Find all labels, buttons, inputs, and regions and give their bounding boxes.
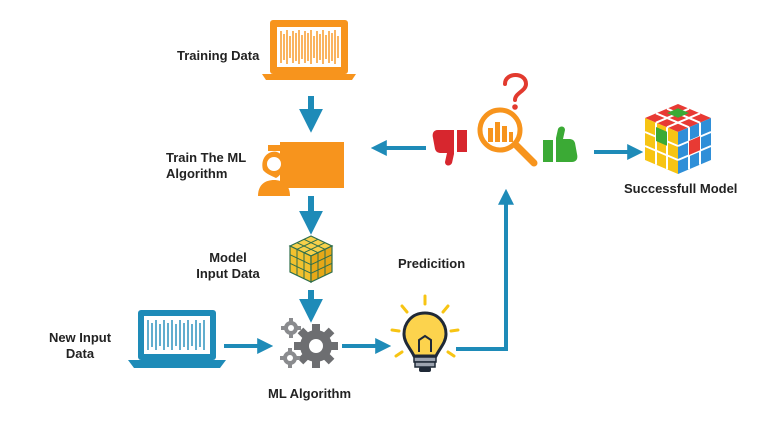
model-input-label-line2: Input Data: [196, 266, 260, 281]
question-mark-icon: [503, 73, 529, 110]
data-cube-icon: [288, 235, 334, 283]
new-input-label: New Input Data: [40, 330, 120, 362]
rubik-cube-icon: [644, 104, 712, 174]
arrow-prediction-to-evaluation: [456, 188, 514, 351]
ml-algorithm-label: ML Algorithm: [268, 386, 352, 401]
prediction-label: Predicition: [398, 256, 466, 271]
thumbs-up-icon: [543, 126, 578, 162]
new-input-label-line1: New Input: [48, 330, 112, 345]
successful-model-label: Successfull Model: [624, 181, 738, 196]
training-data-label: Training Data: [177, 48, 260, 63]
train-ml-label: Train The ML Algorithm: [166, 150, 246, 182]
training-laptop-icon: [262, 20, 356, 80]
model-input-label-line1: Model: [209, 250, 247, 265]
new-input-laptop-icon: [128, 310, 226, 368]
thumbs-down-icon: [432, 130, 467, 166]
new-input-label-line2: Data: [65, 346, 95, 361]
train-ml-label-line1: Train The ML: [166, 150, 247, 165]
train-ml-label-line2: Algorithm: [166, 166, 228, 181]
lightbulb-icon: [390, 294, 460, 372]
gears-icon: [280, 318, 338, 368]
model-input-label: Model Input Data: [188, 250, 268, 282]
magnifier-chart-icon: [477, 107, 538, 167]
presenter-icon: [258, 142, 344, 196]
